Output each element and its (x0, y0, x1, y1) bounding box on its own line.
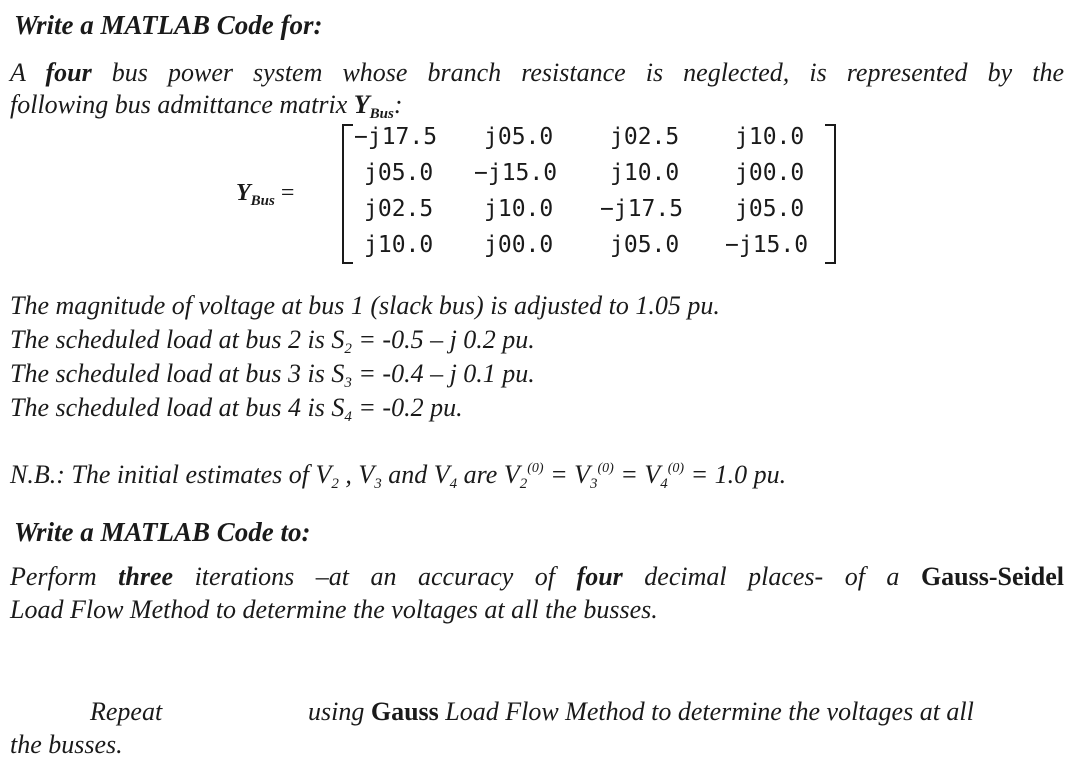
condition-2-text: The scheduled load at bus 2 is S (10, 325, 345, 354)
matrix-cell: j10.0 (364, 232, 434, 258)
note-v3-sub: 3 (590, 476, 598, 492)
note-sub-3: 3 (374, 476, 382, 492)
condition-3-value: = -0.4 – j 0.1 pu. (351, 359, 535, 388)
matrix-cell: −j17.5 (600, 196, 684, 222)
note-text-b: , V (338, 460, 375, 489)
note-v4-sub: 4 (660, 476, 668, 492)
matrix-cell: j05.0 (484, 124, 554, 150)
matrix-cell: j02.5 (364, 196, 434, 222)
task-text-e: decimal places- of a (622, 562, 921, 591)
task-line-1: Perform three iterations –at an accuracy… (10, 562, 1064, 592)
matrix-label-equals: = (274, 180, 295, 206)
note-text-f: = V (543, 460, 590, 489)
condition-4-text: The scheduled load at bus 4 is S (10, 393, 345, 422)
matrix-left-bracket (342, 124, 353, 264)
note-v4-sup: (0) (667, 461, 685, 476)
note-text-a: N.B.: The initial estimates of V (10, 460, 332, 489)
task-four-bold: four (576, 562, 623, 591)
intro-colon: : (393, 90, 403, 119)
task-line-2: Load Flow Method to determine the voltag… (10, 595, 658, 624)
condition-2-subscript: 2 (344, 341, 352, 357)
note-v2-sup: (0) (527, 461, 544, 476)
condition-4-subscript: 4 (344, 409, 352, 425)
matrix-cell: j00.0 (735, 160, 805, 186)
matrix-label-subscript: Bus (250, 193, 275, 209)
matrix-cell: j00.0 (484, 232, 554, 258)
condition-slack-bus: The magnitude of voltage at bus 1 (slack… (10, 291, 720, 320)
matrix-label: YBus = (236, 180, 294, 210)
repeat-line-1: using Gauss Load Flow Method to determin… (308, 697, 974, 727)
condition-3-subscript: 3 (344, 375, 352, 391)
matrix-label-y: Y (236, 180, 251, 206)
condition-3-text: The scheduled load at bus 3 is S (10, 359, 345, 388)
task-gauss-seidel-bold: Gauss-Seidel (920, 562, 1064, 591)
repeat-text-c: Load Flow Method to determine the voltag… (438, 697, 974, 726)
task-text-a: Perform (10, 562, 119, 591)
heading-write-matlab-code-to: Write a MATLAB Code to: (14, 517, 311, 547)
note-v2-sub: 2 (519, 476, 528, 492)
intro-ybus-symbol: Y (353, 90, 370, 119)
matrix-cell: j02.5 (610, 124, 680, 150)
repeat-text-a: using (308, 697, 371, 726)
matrix-cell: j10.0 (484, 196, 554, 222)
matrix-cell: j10.0 (735, 124, 805, 150)
heading-write-matlab-code-for: Write a MATLAB Code for: (14, 10, 323, 40)
note-sub-2: 2 (331, 476, 339, 492)
note-v3-sup: (0) (597, 461, 614, 476)
note-text-g: = V (613, 460, 661, 489)
note-text-h: = 1.0 pu. (684, 460, 787, 489)
matrix-cell: j05.0 (610, 232, 680, 258)
repeat-gauss-bold: Gauss (370, 697, 439, 726)
matrix-cell: j05.0 (735, 196, 805, 222)
intro-text-a: A (10, 58, 46, 87)
note-text-d: are V (457, 460, 520, 489)
condition-2-value: = -0.5 – j 0.2 pu. (351, 325, 535, 354)
matrix-cell: −j15.0 (474, 160, 558, 186)
intro-four-bold: four (45, 58, 92, 87)
repeat-line-2: the busses. (10, 730, 123, 759)
repeat-word: Repeat (90, 697, 163, 726)
matrix-cell: −j17.5 (354, 124, 438, 150)
intro-ybus-subscript: Bus (369, 106, 394, 122)
matrix-cell: −j15.0 (725, 232, 809, 258)
intro-line-1: A four bus power system whose branch res… (10, 58, 1064, 88)
matrix-right-bracket (825, 124, 836, 264)
condition-load-bus-2: The scheduled load at bus 2 is S2 = -0.5… (10, 325, 535, 358)
condition-4-value: = -0.2 pu. (351, 393, 463, 422)
condition-load-bus-3: The scheduled load at bus 3 is S3 = -0.4… (10, 359, 535, 392)
condition-load-bus-4: The scheduled load at bus 4 is S4 = -0.2… (10, 393, 463, 426)
task-text-c: iterations –at an accuracy of (173, 562, 577, 591)
note-text-c: and V (381, 460, 450, 489)
task-three-bold: three (118, 562, 174, 591)
matrix-cell: j05.0 (364, 160, 434, 186)
note-sub-4: 4 (449, 476, 458, 492)
intro-text-b: bus power system whose branch resistance… (91, 58, 1064, 87)
matrix-cell: j10.0 (610, 160, 680, 186)
note-initial-estimates: N.B.: The initial estimates of V2 , V3 a… (10, 460, 786, 493)
intro-line-2-text: following bus admittance matrix (10, 90, 354, 119)
intro-line-2: following bus admittance matrix YBus: (10, 90, 403, 123)
